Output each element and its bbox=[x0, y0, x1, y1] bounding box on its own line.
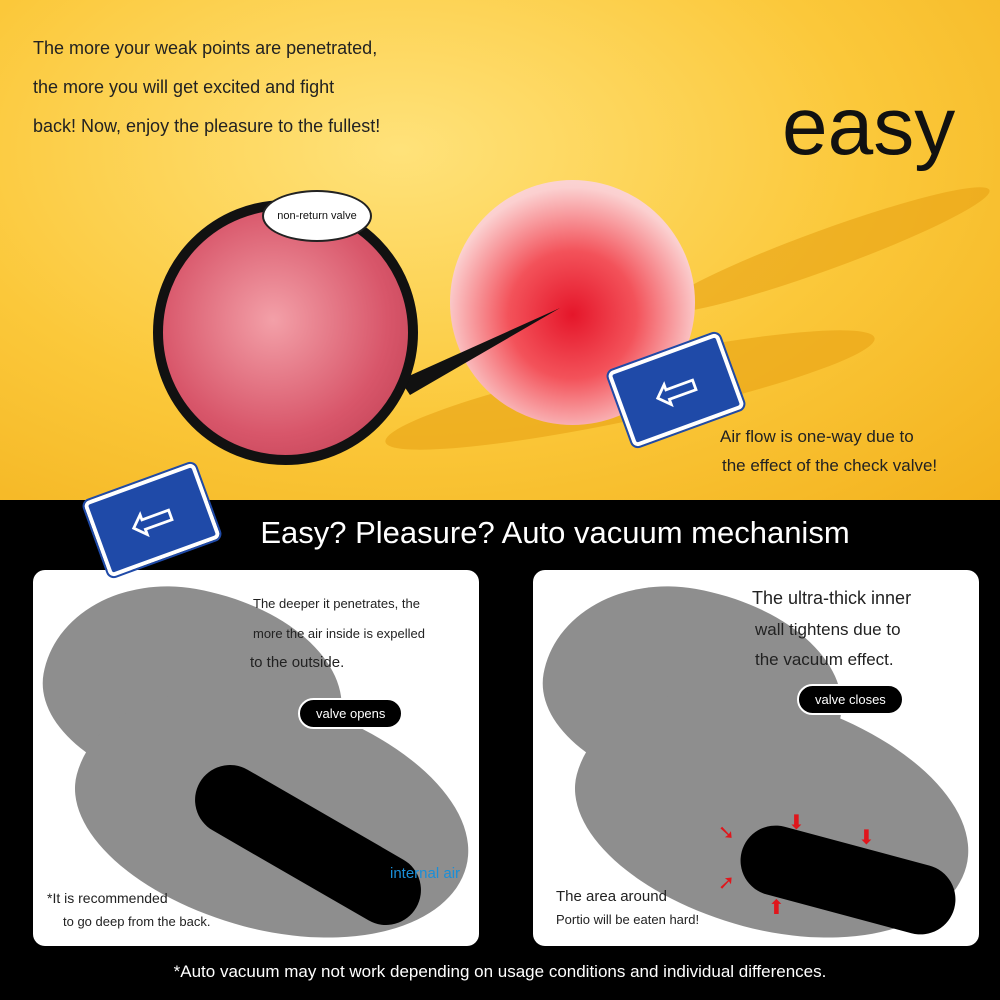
note-line: Air flow is one-way due to bbox=[720, 427, 914, 446]
note-line: the effect of the check valve! bbox=[722, 456, 938, 475]
valve-opens-label: valve opens bbox=[298, 698, 404, 729]
pressure-arrow-icon: ➘ bbox=[718, 822, 735, 844]
pressure-arrow-icon: ⬇ bbox=[858, 827, 875, 849]
panel-text: Portio will be eaten hard! bbox=[556, 912, 700, 927]
panel-text: more the air inside is expelled bbox=[253, 626, 425, 641]
callout-bubble: non-return valve bbox=[262, 190, 372, 242]
intro-line: The more your weak points are penetrated… bbox=[33, 38, 378, 58]
left-panel: The deeper it penetrates, the more the a… bbox=[33, 570, 479, 946]
section-title: Easy? Pleasure? Auto vacuum mechanism bbox=[260, 515, 850, 550]
headline: easy bbox=[782, 81, 956, 172]
footnote: *Auto vacuum may not work depending on u… bbox=[173, 962, 827, 981]
panel-text: *It is recommended bbox=[47, 890, 168, 906]
panel-text: The deeper it penetrates, the bbox=[253, 596, 420, 611]
pointer-line bbox=[400, 308, 560, 395]
intro-line: back! Now, enjoy the pleasure to the ful… bbox=[33, 116, 381, 136]
internal-air-label: internal air bbox=[390, 865, 461, 882]
hero-section: The more your weak points are penetrated… bbox=[0, 0, 1000, 500]
valve-closes-label: valve closes bbox=[797, 684, 904, 715]
intro-line: the more you will get excited and fight bbox=[33, 77, 335, 97]
panel-text: to go deep from the back. bbox=[63, 914, 211, 929]
pressure-arrow-icon: ⬇ bbox=[788, 812, 805, 834]
panel-text: to the outside. bbox=[250, 654, 345, 671]
pressure-arrow-icon: ⬆ bbox=[768, 897, 785, 919]
pressure-arrow-icon: ➚ bbox=[718, 872, 735, 894]
valve-closeup-image bbox=[153, 200, 418, 465]
panel-text: wall tightens due to bbox=[755, 620, 901, 639]
panel-text: The ultra-thick inner bbox=[752, 588, 912, 608]
panel-text: The area around bbox=[556, 888, 667, 905]
right-panel: ➘ ⬇ ⬇ ➚ ⬆ The ultra-thick inner wall tig… bbox=[533, 570, 979, 946]
panel-text: the vacuum effect. bbox=[755, 650, 894, 669]
